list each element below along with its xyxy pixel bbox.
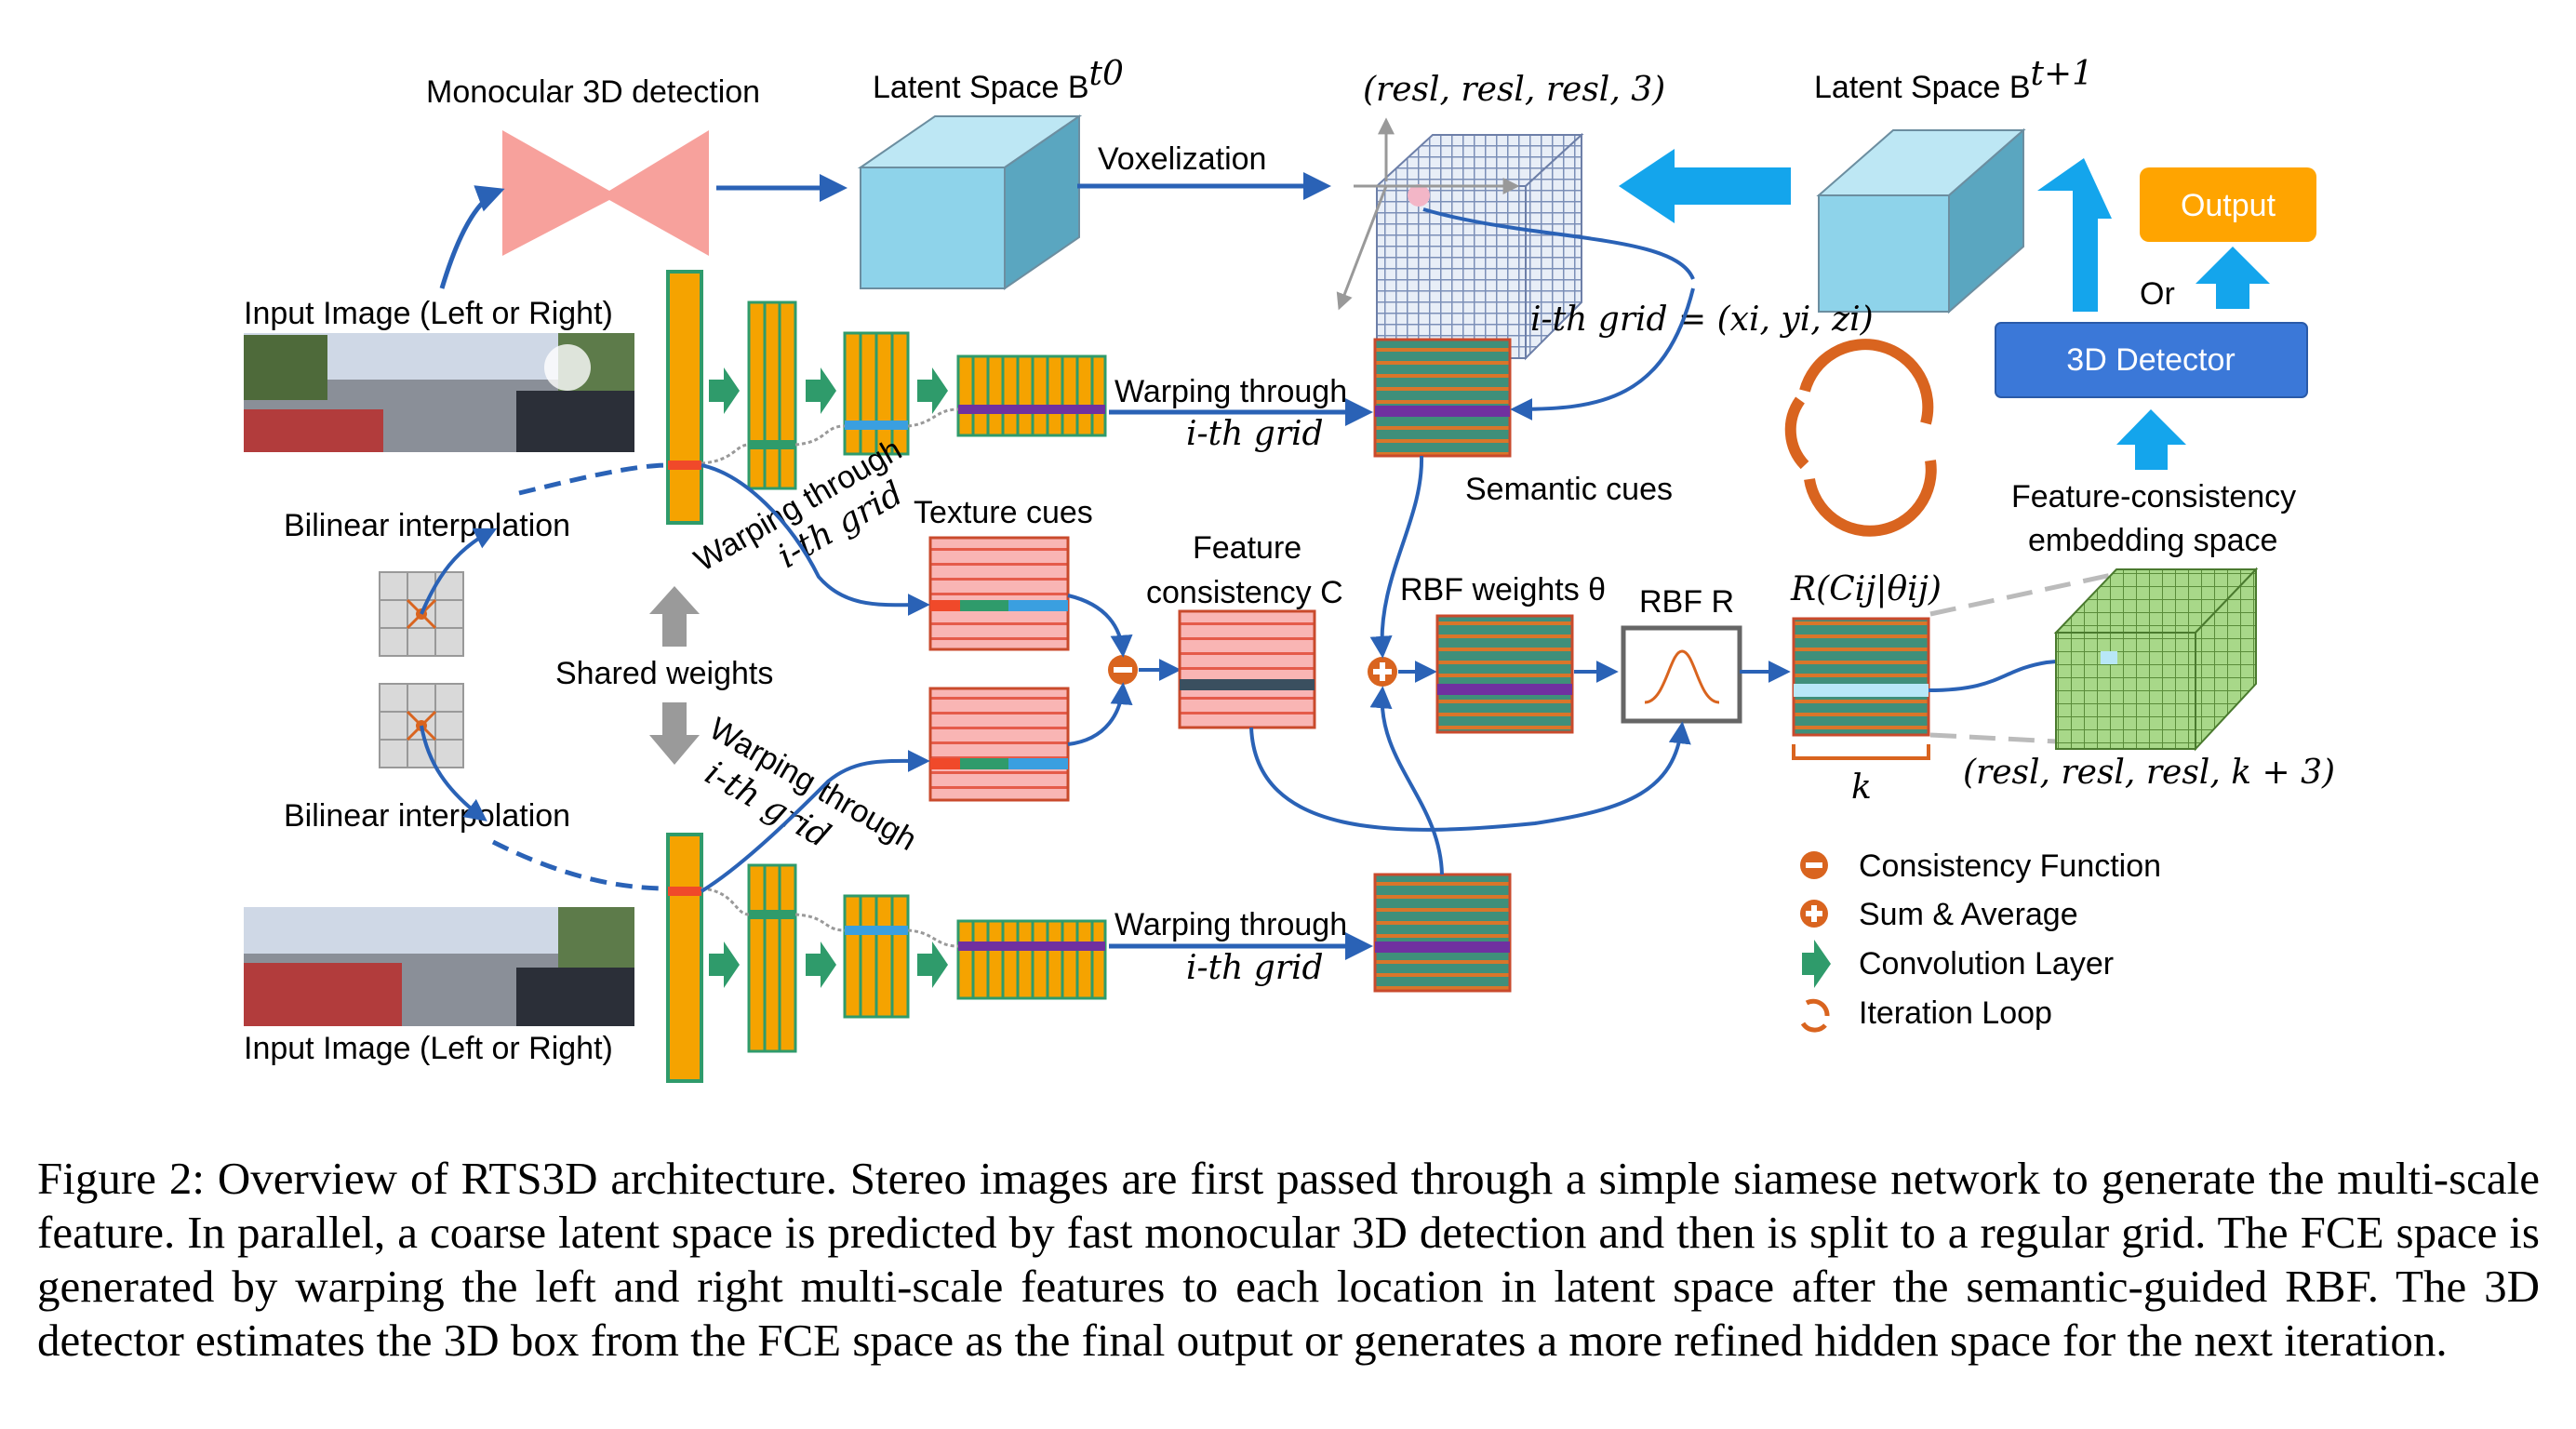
sum-op-icon [1368,657,1397,687]
fce-space-cube [2053,567,2259,752]
voxelization-label: Voxelization [1098,141,1266,177]
output-box [2140,167,2316,242]
feature-pyramid-bottom [666,833,1107,1083]
scale-links-top [701,407,959,465]
bilinear-grid-top-icon [379,528,498,657]
image-to-mono-arrow [439,185,505,289]
bilinear-top-curve [518,462,669,496]
conv-arrows-bottom [709,942,948,988]
warp-diag-bottom-arrow [700,749,930,893]
legend-green-arrow-icon [1802,940,1831,988]
semantic-bottom-to-sum [1369,686,1444,875]
feature-consistency-block [1178,609,1316,729]
detector-label: 3D Detector [2066,342,2235,378]
bilinear-bottom-label: Bilinear interpolation [284,798,570,834]
grid-equation: i-th grid = (xi, yi, zi) [1530,300,1874,339]
input-image-bottom [244,907,634,1026]
rc-block [1792,617,1930,737]
warp-diag-bottom-label: Warping through i-th grid [699,711,923,858]
rc-zoom-line-bottom [1929,732,2113,747]
rbf-weights-block [1435,614,1574,734]
input-bottom-label: Input Image (Left or Right) [244,1031,613,1066]
latent-space-t0-box [857,114,1083,290]
shared-weights-label: Shared weights [555,656,773,691]
bilinear-grid-bottom-icon [379,683,487,821]
latent-space-t1-box [1816,127,2026,314]
input-top-label: Input Image (Left or Right) [244,296,613,331]
bilinear-top-label: Bilinear interpolation [284,508,570,543]
legend-conv-label: Convolution Layer [1859,946,2114,982]
feat-cons-label-1: Feature [1193,530,1301,566]
conv-arrows-top [709,367,948,414]
texture-cue-bottom-block [928,687,1070,802]
k-label: k [1851,768,1872,807]
input-image-top [244,333,634,452]
k-bracket [1792,744,1930,760]
semantic-top-to-sum [1369,455,1424,659]
iteration-loop-icon [1784,339,1937,537]
feature-pyramid-top [666,270,1107,525]
warp-top-label-2: i-th grid [1186,415,1324,453]
scale-links-bottom [701,887,959,948]
legend-minus-circle-icon [1800,851,1828,879]
bilinear-bottom-curve [491,839,669,891]
feat-cons-label-2: consistency C [1146,575,1343,610]
warp-top-label: Warping through [1114,374,1347,409]
fce-label-2: embedding space [2028,523,2277,558]
warp-bottom-label-2: i-th grid [1186,949,1324,987]
detector-box [1995,322,2308,398]
resl-k-label: (resl, resl, resl, k + 3) [1963,754,2335,792]
voxel-axes [1336,117,1520,311]
texture-cue-top-block [928,536,1070,651]
resl3-label: (resl, resl, resl, 3) [1363,71,1665,109]
feature-cons-to-rbf-curve [1249,721,1691,832]
legend-loop-icon [1800,998,1830,1033]
texture-label: Texture cues [914,495,1093,530]
detector-to-output-arrow [2196,247,2270,309]
legend: Consistency Function Sum & Average Convo… [1800,848,2161,1033]
or-label: Or [2140,276,2175,312]
texture-bottom-to-op [1067,682,1133,746]
fce-to-detector-arrow [2116,409,2186,470]
output-label: Output [2181,188,2276,223]
grid-to-voxel-arrow [1422,207,1695,280]
semantic-label: Semantic cues [1465,472,1673,507]
latent-t0-label: Latent Space Bt0 [873,55,1124,105]
rbf-label: RBF R [1639,584,1734,620]
rbf-weights-label: RBF weights θ [1400,572,1606,608]
semantic-cues-bottom-block [1373,873,1512,993]
fce-label-1: Feature-consistency [2011,479,2296,514]
rbf-function-box [1621,625,1742,724]
figure-caption: Figure 2: Overview of RTS3D architecture… [37,1153,2540,1366]
legend-sum-label: Sum & Average [1859,897,2078,932]
warp-diag-top-arrow [701,463,930,617]
detector-up-turn-arrow [2037,158,2112,312]
consistency-op-icon [1108,655,1138,685]
legend-plus-circle-icon [1800,900,1828,928]
texture-top-to-op [1067,594,1133,658]
legend-loop-label: Iteration Loop [1859,995,2052,1031]
grid-to-semantic-arrow [1510,287,1695,421]
legend-consistency-label: Consistency Function [1859,848,2161,884]
rc-zoom-line-top [1929,572,2113,617]
semantic-cues-top-block [1373,338,1512,458]
rc-label: R(Cij|θij) [1790,570,1942,608]
shared-up-arrow [649,586,700,647]
latent-t1-label: Latent Space Bt+1 [1814,55,2093,105]
mono-det-bowtie [502,130,709,256]
shared-down-arrow [649,702,700,765]
mono-det-label: Monocular 3D detection [426,74,760,110]
update-arrow-left [1619,149,1791,223]
warp-bottom-label: Warping through [1114,907,1347,942]
